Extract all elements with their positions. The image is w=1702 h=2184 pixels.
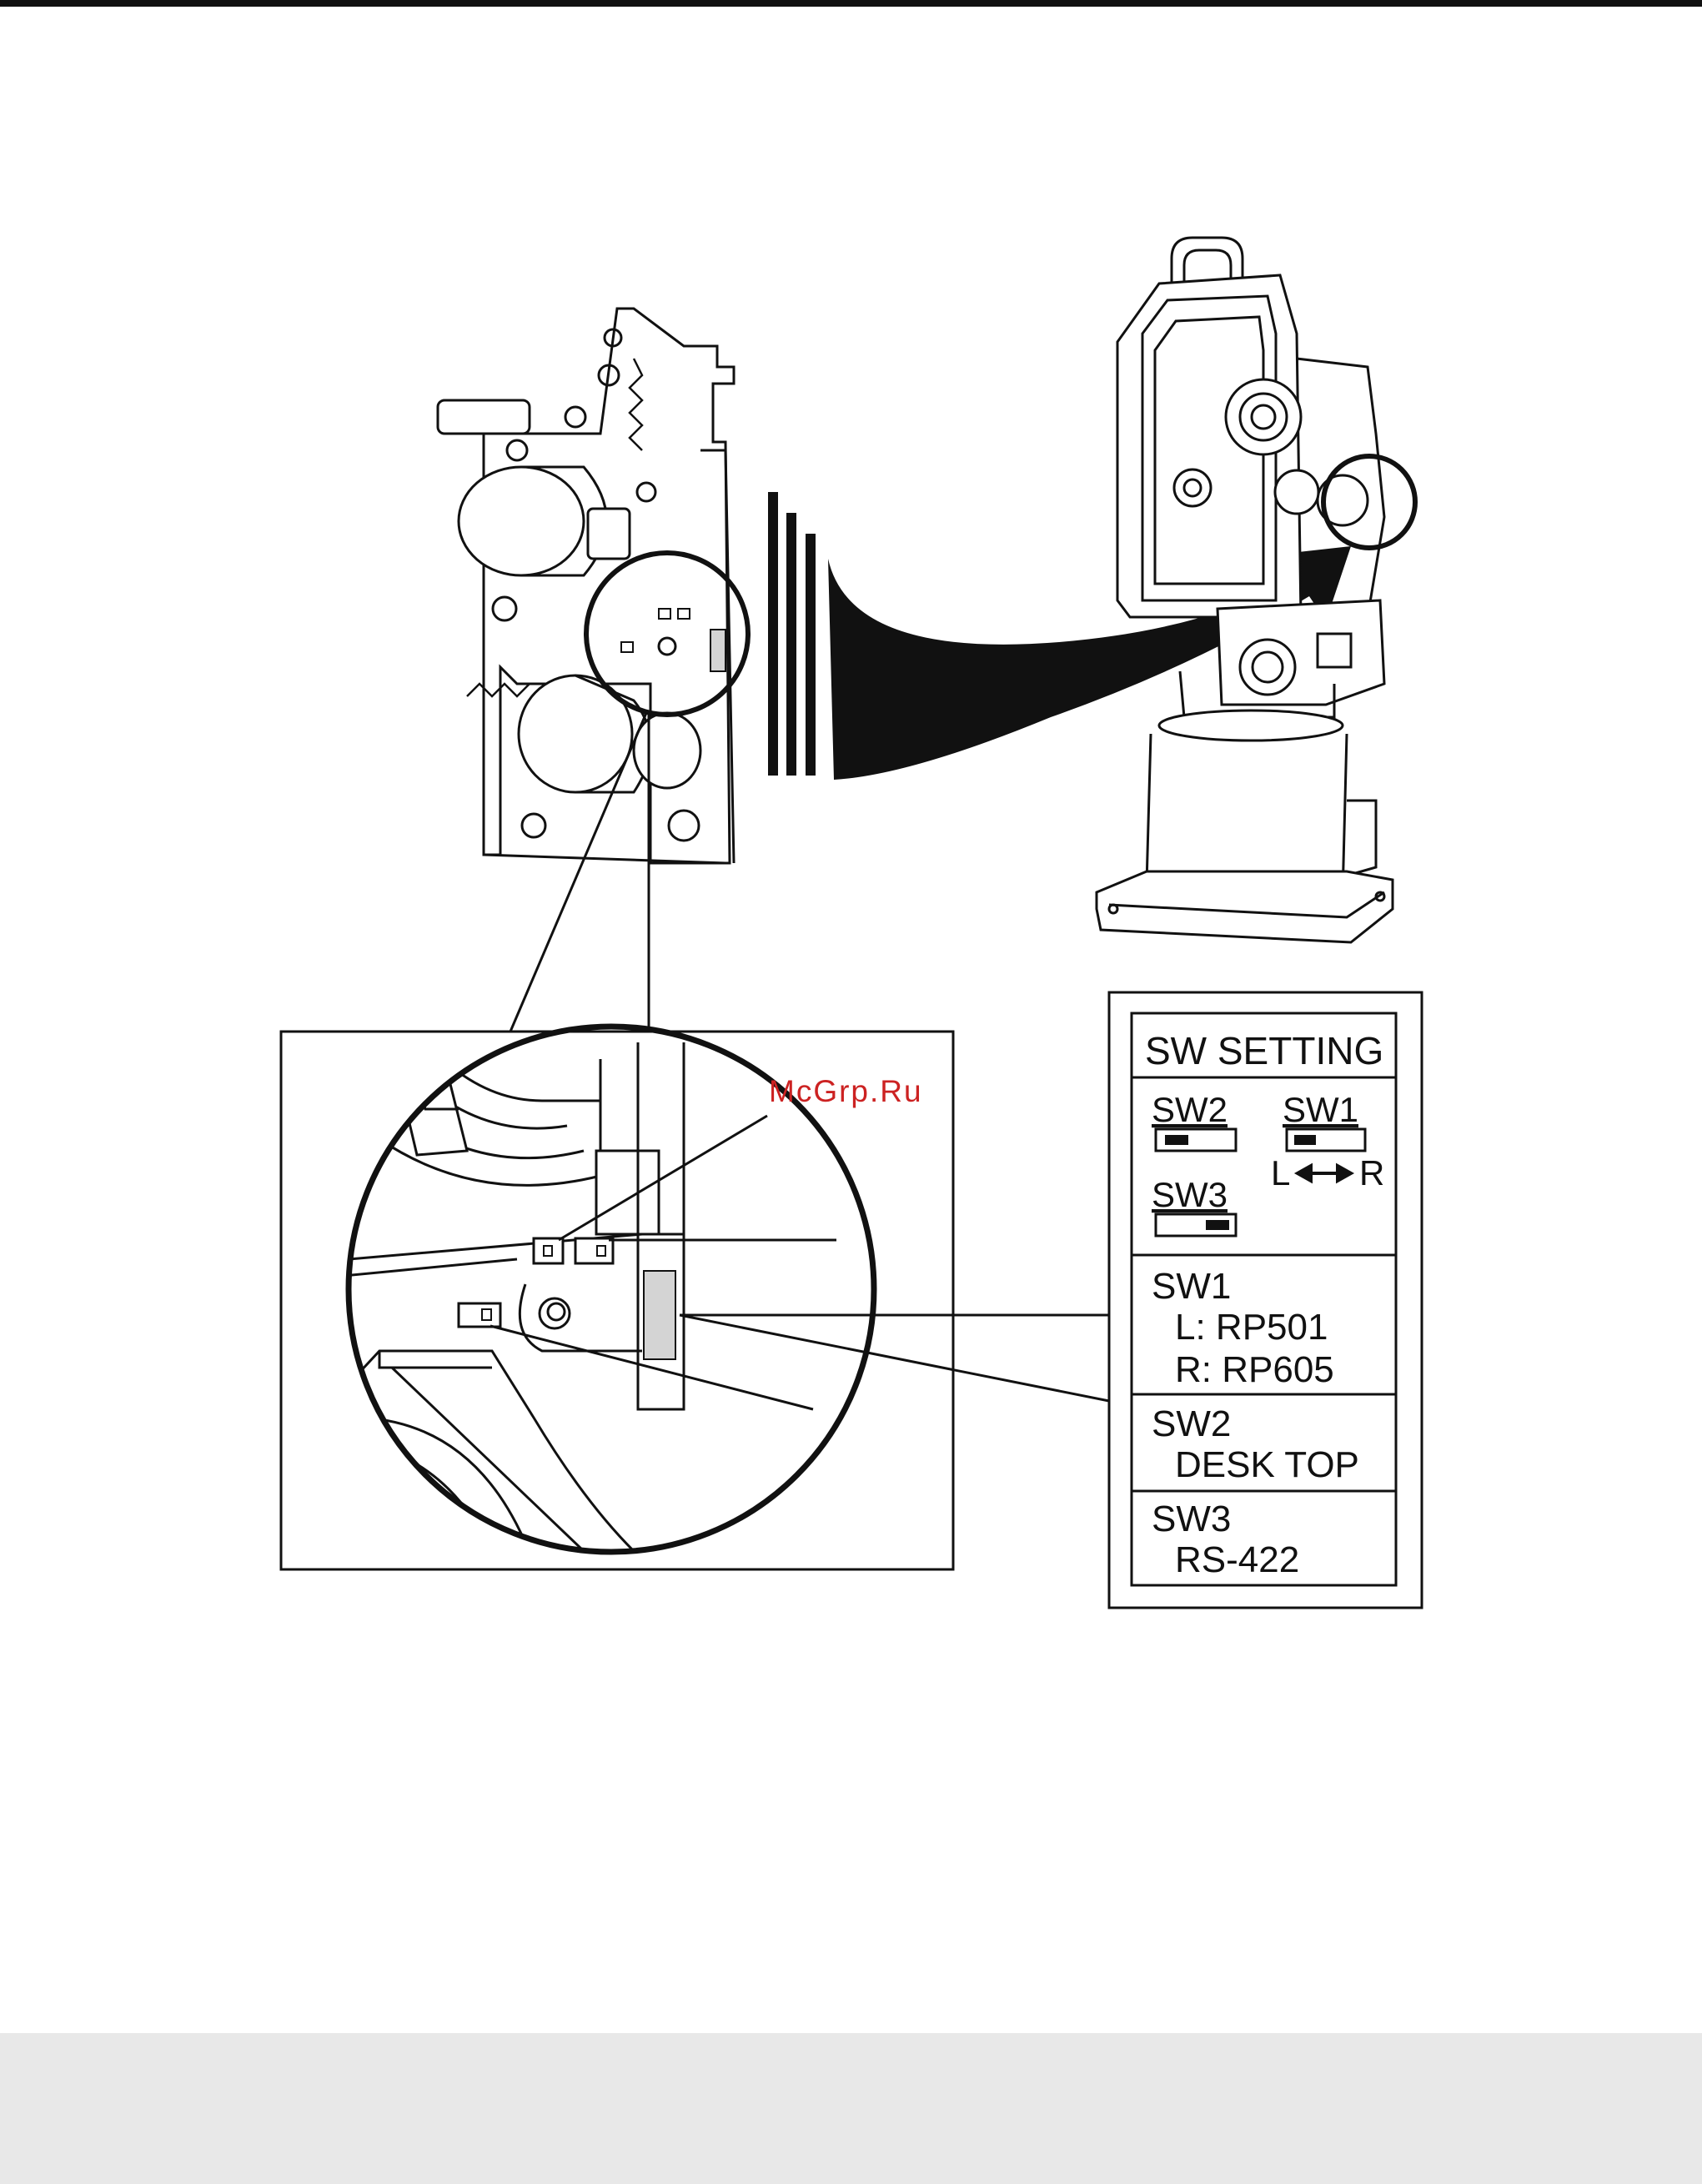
sw2-knob xyxy=(1165,1135,1188,1145)
mechanism-closeup xyxy=(438,309,734,863)
switch-table-title: SW SETTING xyxy=(1145,1029,1383,1072)
sw1-left-letter: L xyxy=(1271,1153,1290,1192)
sw3-heading: SW3 xyxy=(1152,1499,1231,1539)
pan-tilt-unit xyxy=(1097,238,1393,942)
sw1-line2: R: RP605 xyxy=(1175,1349,1334,1390)
sw1-knob xyxy=(1294,1135,1316,1145)
sw1-right-letter: R xyxy=(1359,1153,1384,1192)
watermark: McGrp.Ru xyxy=(769,1074,923,1108)
sw1-line1: L: RP501 xyxy=(1175,1307,1328,1348)
footer-band xyxy=(0,2033,1702,2184)
sw1-indicator-label: SW1 xyxy=(1283,1090,1358,1129)
zoom-frame xyxy=(281,1032,953,1569)
sw1-heading: SW1 xyxy=(1152,1266,1231,1307)
sw3-line1: RS-422 xyxy=(1175,1539,1299,1580)
sw2-line1: DESK TOP xyxy=(1175,1444,1359,1485)
sw3-knob xyxy=(1206,1220,1229,1230)
sw2-heading: SW2 xyxy=(1152,1403,1231,1444)
sw3-indicator-label: SW3 xyxy=(1152,1175,1228,1214)
sw2-indicator-label: SW2 xyxy=(1152,1090,1228,1129)
